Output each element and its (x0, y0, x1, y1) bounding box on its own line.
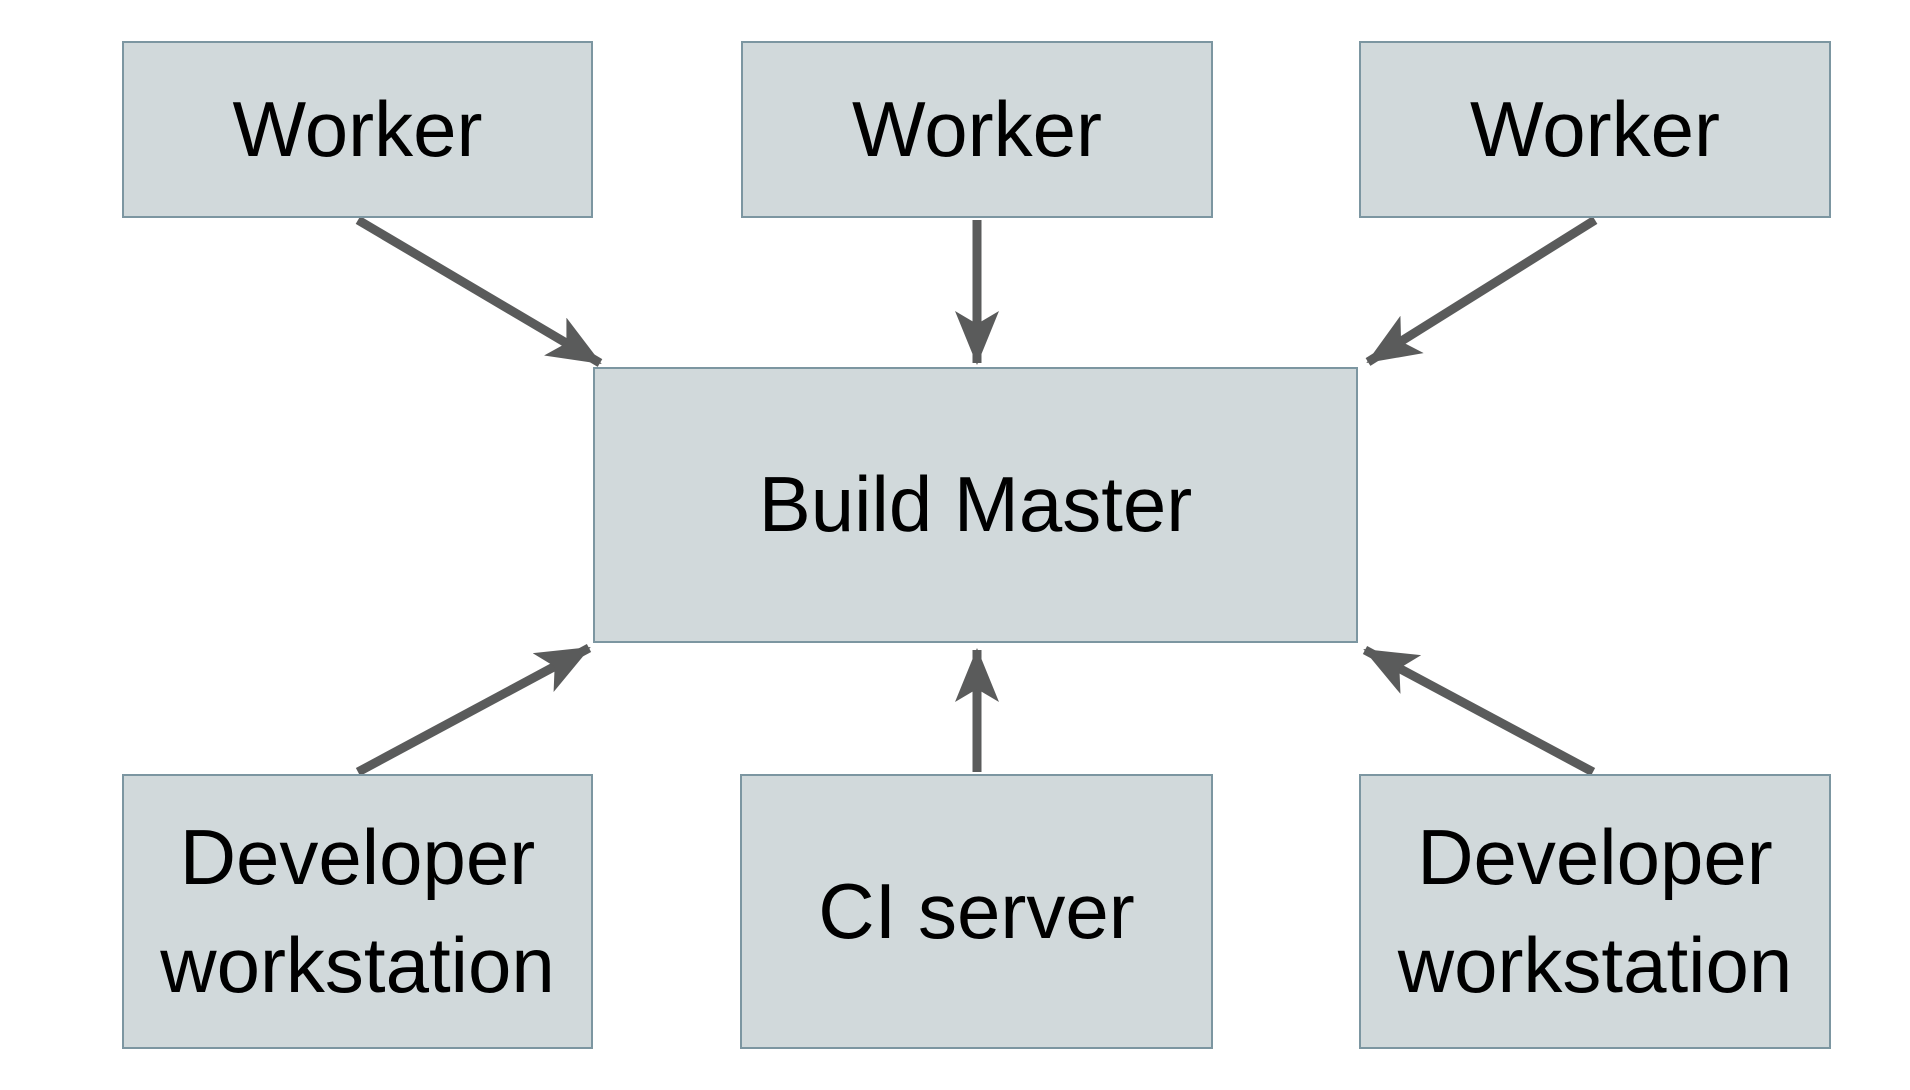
node-dev-workstation-2: Developer workstation (1359, 774, 1831, 1049)
node-worker-3: Worker (1359, 41, 1831, 218)
node-dev-workstation-1: Developer workstation (122, 774, 593, 1049)
node-build-master: Build Master (593, 367, 1358, 643)
node-worker-1: Worker (122, 41, 593, 218)
node-dev-workstation-2-label: Developer workstation (1397, 812, 1793, 1009)
arrow-devworkstation1-to-buildmaster (355, 644, 592, 776)
node-worker-3-label: Worker (1470, 84, 1720, 173)
arrow-devworkstation2-to-buildmaster (1362, 646, 1596, 776)
node-worker-2: Worker (741, 41, 1213, 218)
node-ci-server-label: CI server (818, 866, 1135, 955)
node-worker-1-label: Worker (232, 84, 483, 173)
node-ci-server: CI server (740, 774, 1213, 1049)
arrow-worker3-to-buildmaster (1365, 216, 1598, 366)
arrow-worker1-to-buildmaster (355, 216, 603, 367)
node-dev-workstation-1-label: Developer workstation (160, 812, 555, 1009)
node-build-master-label: Build Master (758, 460, 1193, 549)
node-worker-2-label: Worker (852, 84, 1102, 173)
